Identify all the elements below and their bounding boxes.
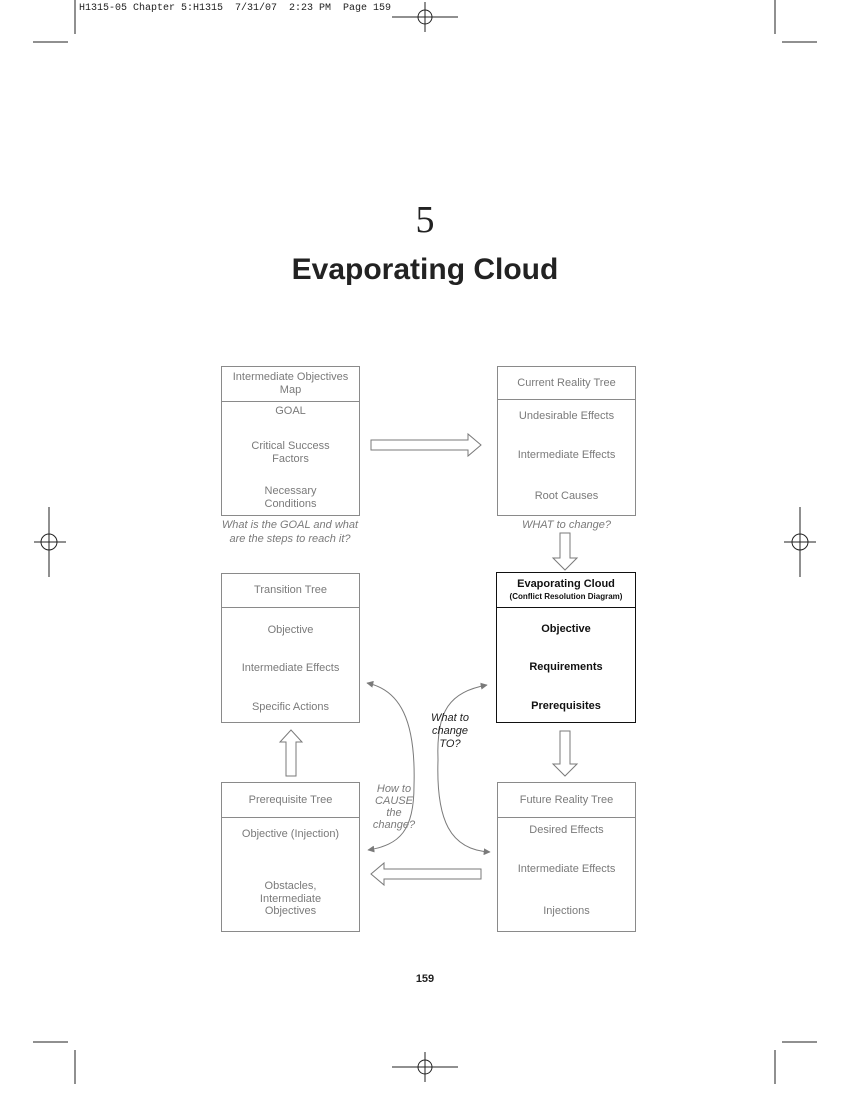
- block-arrow-right: [370, 432, 482, 458]
- crop-marks: [33, 0, 817, 1084]
- curve-arrow-to-ec: [437, 682, 488, 761]
- tree-item: Intermediate Effects: [517, 863, 616, 875]
- tree-item: Specific Actions: [251, 701, 330, 713]
- box-title: Map: [279, 384, 302, 396]
- tree-item: Objectives: [264, 905, 317, 917]
- box-title: Prerequisite Tree: [248, 793, 333, 806]
- box-header: Transition Tree: [222, 574, 359, 608]
- block-arrow-down: [551, 532, 579, 571]
- tree-item: Objective (Injection): [241, 828, 340, 840]
- box-transition-tree: Transition Tree Objective Intermediate E…: [221, 573, 360, 723]
- csf-label: Factors: [272, 453, 309, 465]
- caption-line: CAUSE: [375, 795, 413, 807]
- tree-item: Requirements: [529, 661, 603, 673]
- tree-item: Obstacles,: [264, 880, 317, 892]
- tree-item: Objective: [267, 624, 314, 636]
- box-header: Current Reality Tree: [498, 367, 635, 400]
- block-arrow-left: [370, 861, 482, 887]
- tree-item: Injections: [543, 905, 590, 917]
- box-header: Future Reality Tree: [498, 783, 635, 818]
- box-subtitle: (Conflict Resolution Diagram): [509, 592, 623, 601]
- box-title: Future Reality Tree: [519, 793, 614, 806]
- tree-item: Intermediate Effects: [241, 662, 340, 674]
- chapter-number: 5: [415, 199, 435, 241]
- box-title: Evaporating Cloud: [517, 578, 615, 590]
- box-header: Prerequisite Tree: [222, 783, 359, 818]
- curve-arrow-to-tt: [366, 680, 415, 787]
- nc-label: Conditions: [264, 498, 317, 510]
- box-title: Transition Tree: [254, 584, 327, 596]
- how-to-cause-caption: How to CAUSE the change?: [364, 783, 424, 831]
- tree-item: Undesirable Effects: [518, 410, 615, 422]
- box-evaporating-cloud: Evaporating Cloud (Conflict Resolution D…: [496, 572, 636, 723]
- box-header: Evaporating Cloud (Conflict Resolution D…: [497, 573, 635, 608]
- box-prerequisite-tree: Prerequisite Tree Objective (Injection) …: [221, 782, 360, 932]
- caption-line: What is the GOAL and what: [221, 519, 359, 531]
- tree-item: Intermediate Effects: [517, 449, 616, 461]
- tree-item: Intermediate: [259, 893, 322, 905]
- registration-marks: [34, 2, 816, 1082]
- box-title: Current Reality Tree: [517, 376, 616, 389]
- tree-item: Desired Effects: [529, 824, 604, 836]
- caption-line: What to: [431, 712, 469, 724]
- box-future-reality-tree: Future Reality Tree Desired Effects Inte…: [497, 782, 636, 932]
- csf-label: Critical Success: [251, 440, 330, 452]
- block-arrow-up: [278, 729, 304, 777]
- caption-line: change?: [372, 819, 416, 831]
- curve-arrow-to-frt: [437, 759, 491, 856]
- nc-label: Necessary: [264, 485, 317, 497]
- caption-line: TO?: [439, 738, 461, 750]
- what-to-change-to-caption: What to change TO?: [420, 712, 480, 751]
- page-number: 159: [415, 973, 435, 985]
- goal-label: GOAL: [275, 405, 306, 417]
- print-slug: H1315-05 Chapter 5:H1315 7/31/07 2:23 PM…: [79, 3, 392, 14]
- caption-line: change: [431, 725, 469, 737]
- caption-line: are the steps to reach it?: [229, 533, 351, 545]
- curve-arrow-to-prt: [367, 785, 415, 853]
- tree-item: Prerequisites: [531, 700, 601, 712]
- box-intermediate-objectives-map: Intermediate Objectives Map GOAL Critica…: [221, 366, 360, 516]
- box-header: Intermediate Objectives Map: [222, 367, 359, 402]
- crt-caption: WHAT to change?: [521, 519, 612, 531]
- box-current-reality-tree: Current Reality Tree Undesirable Effects…: [497, 366, 636, 516]
- chapter-title: Evaporating Cloud: [291, 253, 559, 286]
- box-title: Intermediate Objectives: [232, 371, 349, 383]
- caption-line: How to: [376, 783, 412, 795]
- block-arrow-down: [551, 730, 579, 777]
- iom-caption: What is the GOAL and what are the steps …: [205, 518, 375, 546]
- tree-item: Objective: [541, 623, 591, 635]
- tree-item: Root Causes: [534, 490, 599, 502]
- caption-line: the: [386, 807, 402, 819]
